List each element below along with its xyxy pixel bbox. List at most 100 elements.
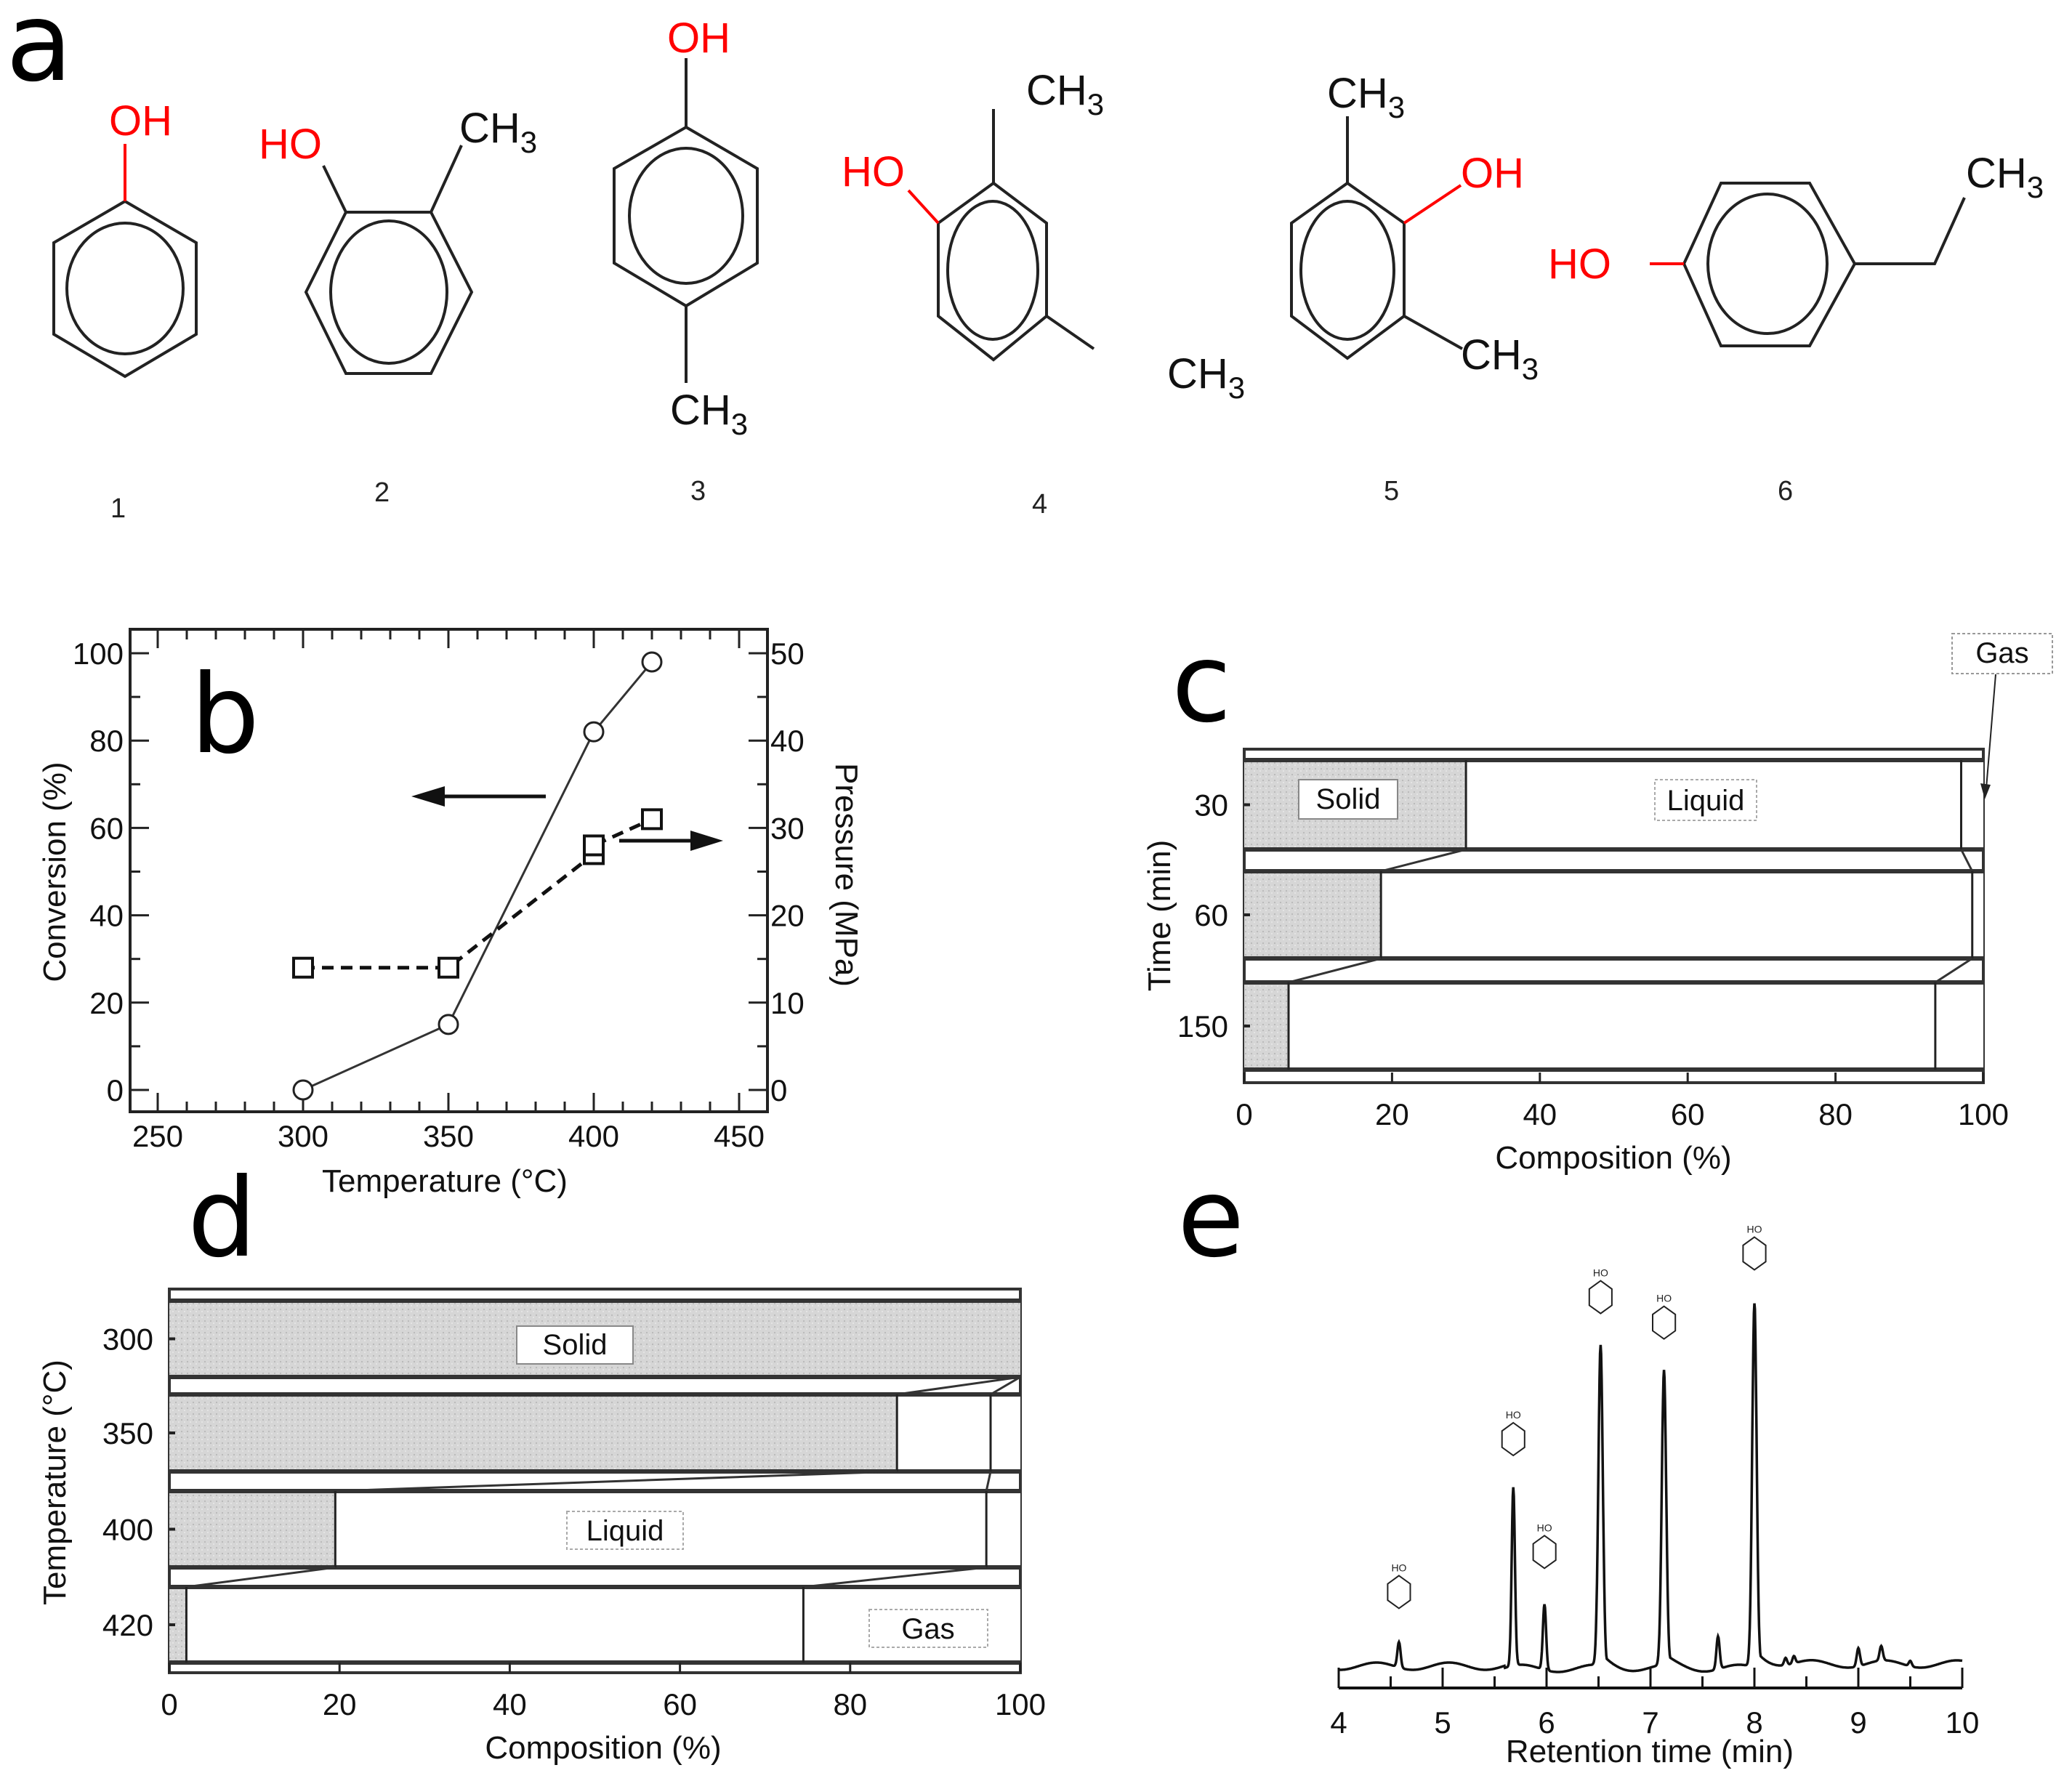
arrow-left-icon [411, 786, 546, 807]
svg-text:Solid: Solid [1316, 783, 1381, 815]
svg-text:HO: HO [1391, 1562, 1406, 1573]
square-marker [641, 808, 663, 831]
x-tick-label: 4 [1330, 1705, 1347, 1740]
bar-row-60 [1244, 869, 1983, 961]
y2-tick-label: 10 [770, 986, 805, 1020]
structure-icon-p-cresol: HO [1532, 1522, 1557, 1570]
y2-tick-label: 50 [770, 637, 805, 671]
x-tick-label: 40 [1523, 1097, 1557, 1131]
y-axis-ticks-left: 0 20 40 60 80 100 [73, 637, 149, 1107]
molecule-number: 6 [1778, 476, 1793, 506]
panel-label-b: b [190, 652, 259, 778]
molecule-number: 5 [1384, 476, 1399, 506]
solid-segment [169, 1491, 336, 1567]
x-axis-label: Retention time (min) [1506, 1734, 1794, 1769]
y-tick-label: 60 [89, 811, 124, 845]
solid-label: Solid [516, 1325, 634, 1365]
molecule-1-phenol: OH 1 [52, 97, 198, 524]
x-tick-label: 6 [1538, 1705, 1555, 1740]
methyl-label: CH3 [1327, 70, 1405, 124]
y-tick-label: 80 [89, 724, 124, 758]
svg-text:Liquid: Liquid [1667, 785, 1745, 817]
circle-marker [292, 1079, 314, 1101]
structure-icon-phenol: HO [1387, 1562, 1411, 1610]
svg-text:HO: HO [1656, 1293, 1672, 1304]
y-tick-label: 40 [89, 899, 124, 933]
y-tick-label: 420 [102, 1608, 153, 1642]
y-tick-label: 60 [1194, 898, 1228, 932]
x-tick-label: 9 [1850, 1705, 1866, 1740]
x-tick-label: 60 [1671, 1097, 1705, 1131]
x-tick-label: 100 [995, 1687, 1046, 1721]
y-tick-label: 300 [102, 1322, 153, 1357]
svg-text:Solid: Solid [543, 1329, 608, 1361]
panel-label-d: d [188, 1155, 257, 1282]
structure-icon-2,4-dimethylphenol: HO [1652, 1293, 1677, 1340]
x-tick-label: 0 [1235, 1097, 1252, 1131]
svg-text:Gas: Gas [901, 1613, 954, 1645]
x-tick-label: 100 [1958, 1097, 2009, 1131]
x-axis-label: Composition (%) [485, 1730, 721, 1766]
x-tick-label: 40 [493, 1687, 527, 1721]
molecule-number: 4 [1032, 489, 1047, 520]
molecule-6-ethylphenol: HO CH3 6 [1548, 150, 2044, 506]
x-tick-label: 350 [423, 1119, 474, 1153]
y2-tick-label: 40 [770, 724, 805, 758]
molecule-number: 3 [690, 476, 706, 506]
x-tick-label: 300 [278, 1119, 328, 1153]
circle-marker [641, 651, 663, 673]
panel-label-a: a [6, 0, 73, 106]
molecule-number: 1 [110, 493, 126, 524]
x-axis-label: Composition (%) [1495, 1140, 1731, 1176]
y-axis-label: Time (min) [1142, 840, 1177, 992]
molecule-number: 2 [374, 477, 390, 508]
liquid-label: Liquid [1654, 779, 1757, 821]
methyl-label: CH3 [459, 105, 537, 159]
x-tick-label: 0 [161, 1687, 177, 1721]
svg-text:HO: HO [1506, 1409, 1521, 1421]
hydroxyl-label: HO [259, 121, 322, 168]
solid-segment [1244, 871, 1382, 958]
y-tick-label: 30 [1194, 788, 1228, 823]
solid-segment [169, 1394, 898, 1471]
panel-label-c: c [1172, 621, 1231, 747]
plot-series [292, 651, 663, 1101]
circle-marker [583, 721, 605, 743]
conversion-line [302, 661, 653, 1091]
methyl-label: CH3 [1966, 150, 2044, 204]
y2-tick-label: 0 [770, 1073, 787, 1107]
molecule-3-p-cresol: OH CH3 3 [613, 15, 759, 506]
svg-text:Liquid: Liquid [586, 1515, 664, 1547]
y-axis-label: Temperature (°C) [37, 1360, 73, 1605]
molecule-5-dimethylphenol: OH CH3 CH3 5 [1290, 70, 1539, 506]
arrow-down-icon [1980, 783, 1991, 799]
hydroxyl-label: OH [1461, 150, 1524, 197]
structure-icon-2,4,6-trimethylphenol: HO [1742, 1224, 1767, 1271]
y-tick-label: 0 [107, 1073, 124, 1107]
methyl-label: CH3 [670, 387, 748, 441]
y-tick-label: 400 [102, 1513, 153, 1547]
x-tick-label: 20 [1375, 1097, 1409, 1131]
molecule-2-o-cresol: HO CH3 2 [259, 105, 537, 508]
x-tick-label: 10 [1946, 1705, 1980, 1740]
arrow-right-icon [619, 831, 723, 851]
structure-icon-o-cresol: HO [1501, 1409, 1525, 1457]
y2-tick-label: 20 [770, 899, 805, 933]
panel-a: a OH 1 HO CH3 2 OH CH3 3 [6, 0, 2044, 524]
y-tick-label: 350 [102, 1416, 153, 1450]
hydroxyl-label: OH [667, 15, 730, 62]
liquid-label: Liquid [566, 1511, 684, 1550]
y-tick-label: 20 [89, 986, 124, 1020]
x-tick-label: 60 [663, 1687, 697, 1721]
svg-text:Gas: Gas [1975, 637, 2028, 669]
y-tick-label: 100 [73, 637, 124, 671]
